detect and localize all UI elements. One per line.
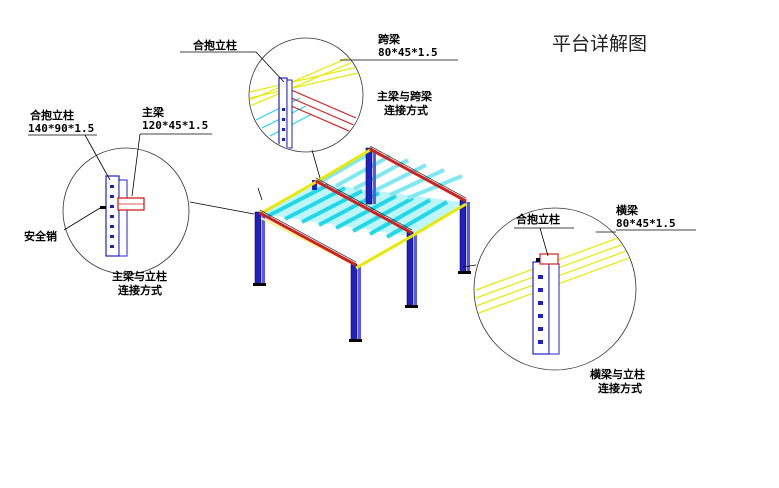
decorative-ticks [257,187,263,201]
detail-circle-cross-beam-column: 合抱立柱 横梁 80*45*1.5 横梁与立柱 连接方式 [473,203,696,395]
beam-outlines [259,145,467,263]
left-pin-name: 安全销 [24,229,57,243]
diagram-title: 平台详解图 [552,33,647,55]
top-caption-line2: 连接方式 [384,103,428,117]
left-caption-line1: 主梁与立柱 [112,269,167,283]
left-column-name: 合抱立柱 [30,108,74,122]
left-column-spec: 140*90*1.5 [28,122,94,135]
right-beam-spec: 80*45*1.5 [616,217,676,230]
top-beam-spec: 80*45*1.5 [378,46,438,59]
top-caption-line1: 主梁与跨梁 [377,89,433,103]
platform-columns [254,147,470,341]
left-beam-name: 主梁 [142,105,165,119]
cross-beams [259,147,467,267]
base-plates [253,271,471,342]
detail-circle-main-beam-span-beam: 合抱立柱 跨梁 80*45*1.5 主梁与跨梁 连接方式 [180,32,458,153]
top-beam-name: 跨梁 [378,32,401,46]
left-caption-line2: 连接方式 [118,283,162,297]
right-caption-line1: 横梁与立柱 [590,367,645,381]
left-beam-spec: 120*45*1.5 [142,119,208,132]
right-column-name: 合抱立柱 [516,212,560,226]
platform-structure [253,145,471,342]
detail-leaders [189,149,477,268]
right-caption-line2: 连接方式 [598,381,642,395]
top-column-name: 合抱立柱 [193,38,237,52]
right-beam-name: 横梁 [616,203,639,217]
detail-circle-main-beam-column: 合抱立柱 140*90*1.5 主梁 120*45*1.5 安全销 主梁与立柱 … [24,105,212,297]
